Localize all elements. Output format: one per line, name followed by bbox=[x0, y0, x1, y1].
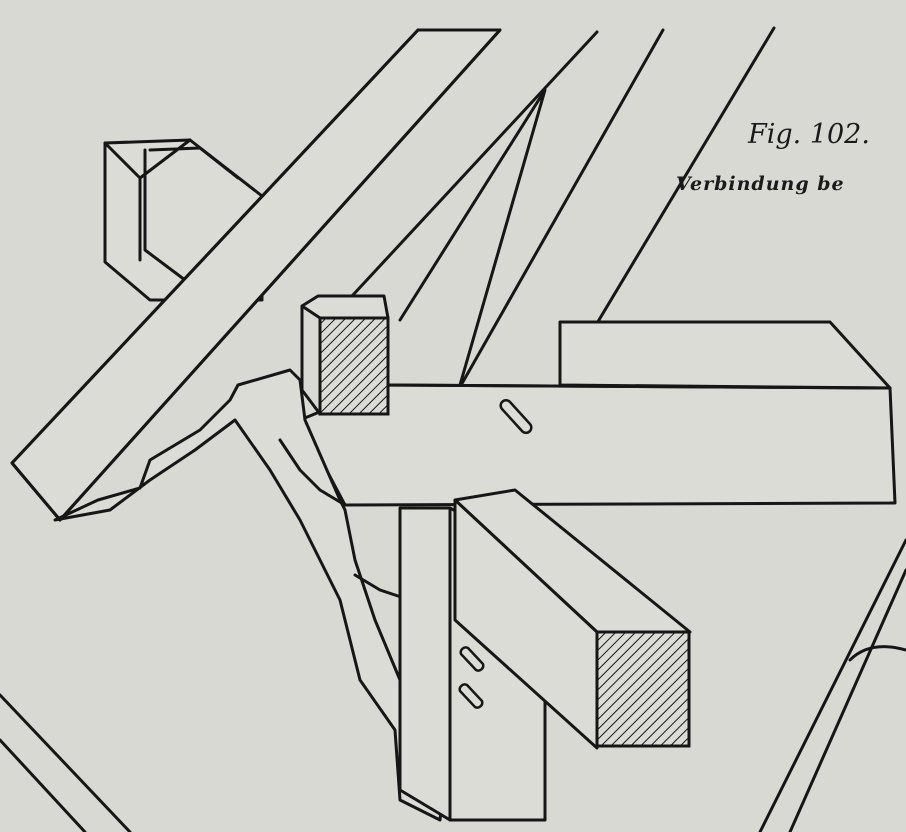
peg-upper bbox=[499, 398, 533, 435]
horizontal-beam bbox=[298, 320, 897, 507]
figure-caption: Verbindung be bbox=[676, 173, 845, 195]
peg-lower-2 bbox=[458, 683, 484, 709]
diagonal-rafter bbox=[10, 28, 502, 522]
figure-number: Fig. 102. bbox=[748, 119, 870, 150]
peg-lower-1 bbox=[459, 646, 485, 672]
right-edge-curve bbox=[758, 538, 906, 832]
lower-left-lines bbox=[0, 693, 132, 832]
tie-beam-section bbox=[595, 630, 691, 748]
tie-beam bbox=[453, 488, 692, 750]
small-post-section bbox=[300, 294, 390, 416]
